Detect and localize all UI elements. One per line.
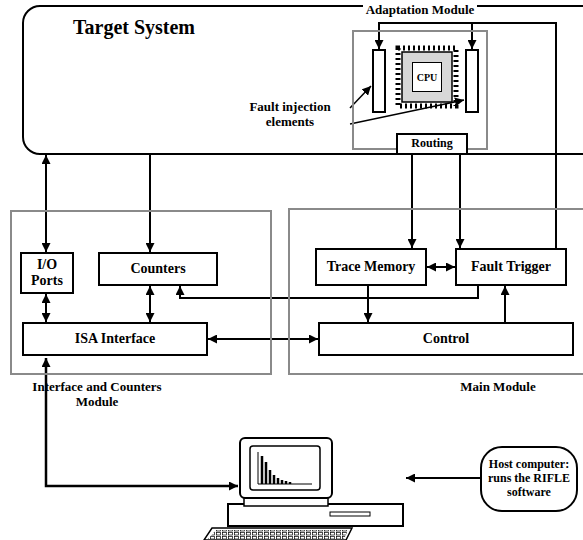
cpu-chip: CPU <box>412 62 442 92</box>
fault-injection-element <box>373 50 385 112</box>
module-heading: Target System <box>73 15 195 39</box>
connector-arrow <box>149 286 151 322</box>
node-label: Host computer: runs the RIFLE software <box>482 458 576 499</box>
process-box: ISA Interface <box>22 322 208 356</box>
process-box: I/O Ports <box>20 252 74 294</box>
node-label: Trace Memory <box>324 259 419 275</box>
module-heading: Interface and Counters Module <box>22 380 172 410</box>
connector-arrow <box>427 266 455 268</box>
connector-arrow <box>149 155 151 252</box>
adaptation-module: Adaptation ModuleCPURouting <box>352 30 488 150</box>
leader-line <box>350 100 464 124</box>
process-box: Fault Trigger <box>455 248 567 286</box>
connector-arrow <box>367 286 369 322</box>
module-heading: Main Module <box>438 380 558 395</box>
process-box: Counters <box>98 252 218 286</box>
node-label: CPU <box>417 72 438 83</box>
connector-arrow <box>504 286 506 322</box>
connector-arrow <box>208 338 318 340</box>
callout-arrow <box>406 477 481 479</box>
routing-box: Routing <box>396 133 468 155</box>
node-label: ISA Interface <box>72 331 159 347</box>
chip-package <box>402 52 452 102</box>
process-box: Control <box>318 322 574 356</box>
monitor <box>240 438 332 498</box>
callout-box: Host computer: runs the RIFLE software <box>480 446 578 512</box>
callout-label: Fault injection elements <box>232 100 348 130</box>
computer-case <box>228 504 403 526</box>
node-label: Fault Trigger <box>468 259 554 275</box>
node-label: Routing <box>411 137 452 150</box>
connector-arrow <box>45 294 47 322</box>
node-label: Counters <box>127 261 188 277</box>
connector-arrow <box>459 155 461 248</box>
keyboard-keys <box>208 530 348 539</box>
target-system: Target System Adaptation ModuleCPU Routing <box>22 5 583 155</box>
main-module: Main ModuleTrace MemoryFault TriggerCont… <box>288 208 583 375</box>
injection-wire <box>379 23 556 248</box>
fault-injection-element <box>466 50 478 112</box>
chart-bars <box>262 456 290 484</box>
injection-wire <box>471 23 473 49</box>
chart-axes <box>258 452 312 484</box>
keyboard <box>204 528 352 540</box>
disk-slot <box>330 512 370 516</box>
connector-arrow <box>180 286 478 298</box>
chip-pins <box>398 48 456 106</box>
node-label: I/O Ports <box>22 257 72 289</box>
host-link <box>46 358 238 486</box>
screen <box>250 446 320 490</box>
connector-arrow <box>411 155 413 248</box>
node-label: Control <box>420 331 472 347</box>
module-heading: Adaptation Module <box>363 3 478 18</box>
process-box: Trace Memory <box>315 248 427 286</box>
interface-module: Interface and Counters ModuleI/O PortsCo… <box>10 210 272 375</box>
connector-arrow <box>45 155 47 252</box>
